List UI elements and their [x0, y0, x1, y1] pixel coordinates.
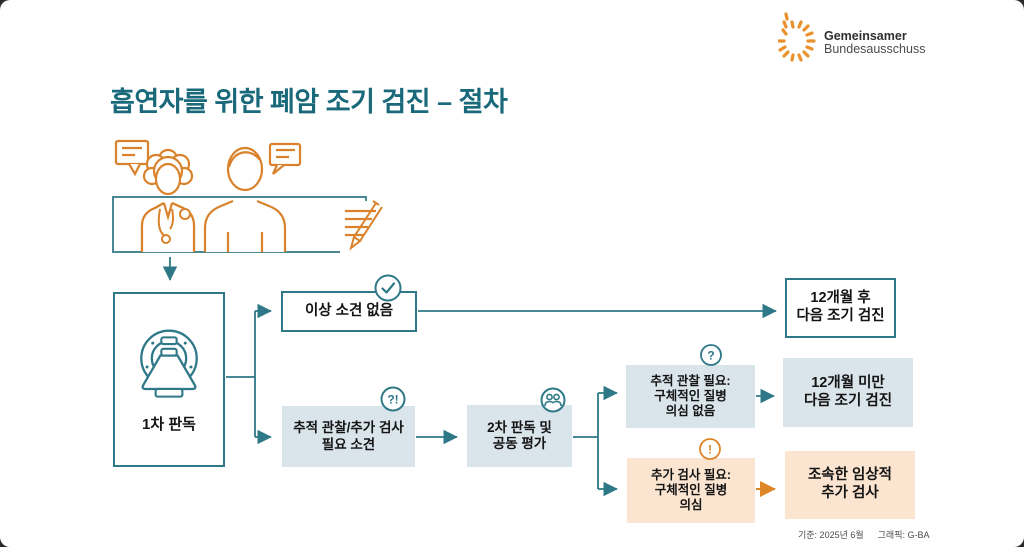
page-title: 흡연자를 위한 폐암 조기 검진 – 절차 — [110, 87, 508, 117]
box-next-screening-12m: 12개월 후 다음 조기 검진 — [785, 278, 896, 338]
check-icon — [374, 274, 402, 302]
next-12m-line2: 다음 조기 검진 — [796, 308, 885, 324]
first-reading-label: 1차 판독 — [142, 416, 196, 434]
logo-line1: Gemeinsamer — [824, 29, 907, 43]
footer-credit: 그래픽: G-BA — [877, 530, 930, 540]
clinical-exam-line1: 조속한 임상적 — [807, 467, 893, 484]
notes-pencil-icon — [340, 200, 388, 255]
box-observation-needed: 추적 관찰 필요: 구체적인 질병 의심 없음 — [626, 365, 755, 428]
speech-bubble-icon — [268, 142, 302, 175]
second-read-line2: 공동 평가 — [492, 436, 547, 451]
gba-logo: Gemeinsamer Bundesausschuss — [778, 10, 925, 62]
question-icon: ? — [700, 344, 722, 366]
box-screening-under-12m: 12개월 미만 다음 조기 검진 — [783, 358, 913, 427]
observation-line3: 의심 없음 — [665, 404, 716, 419]
box-second-reading: 2차 판독 및 공동 평가 — [467, 405, 572, 467]
clinical-exam-line2: 추가 검사 — [821, 485, 879, 501]
box-exam-needed: 추가 검사 필요: 구체적인 질병 의심 — [627, 458, 755, 523]
logo-line2: Bundesausschuss — [824, 42, 926, 56]
under-12m-line2: 다음 조기 검진 — [803, 392, 893, 409]
gba-sunburst-icon — [778, 12, 816, 62]
svg-text:!: ! — [708, 443, 712, 457]
exclamation-icon: ! — [699, 438, 721, 460]
followup-line1: 추적 관찰/추가 검사 — [293, 420, 404, 436]
svg-text:?: ? — [707, 349, 714, 363]
box-prompt-clinical-exam: 조속한 임상적 추가 검사 — [785, 451, 915, 519]
two-people-icon — [540, 387, 566, 413]
under-12m-line1: 12개월 미만 — [811, 374, 885, 391]
observation-line1: 추적 관찰 필요: — [650, 373, 731, 388]
followup-line2: 필요 소견 — [321, 436, 376, 452]
exam-needed-line3: 의심 — [679, 498, 703, 513]
box-no-findings: 이상 소견 없음 — [281, 291, 417, 332]
doctor-patient-illustration — [112, 139, 388, 255]
box-first-reading: 1차 판독 — [113, 292, 225, 467]
next-12m-line1: 12개월 후 — [810, 290, 871, 307]
patient-figure — [203, 146, 287, 252]
question-exclamation-icon: ?! — [380, 386, 406, 412]
svg-text:?!: ?! — [387, 393, 398, 407]
observation-line2: 구체적인 질병 — [654, 388, 727, 403]
no-findings-label: 이상 소견 없음 — [304, 302, 394, 319]
box-followup-findings: 추적 관찰/추가 검사 필요 소견 — [282, 406, 415, 467]
exam-needed-line2: 구체적인 질병 — [654, 482, 728, 497]
speech-bubble-icon — [114, 139, 150, 177]
footer-date: 기준: 2025년 6월 — [798, 530, 864, 540]
footer: 기준: 2025년 6월 그래픽: G-BA — [798, 528, 930, 541]
doctor-figure — [140, 148, 196, 252]
ct-scanner-icon — [140, 329, 198, 399]
second-read-line1: 2차 판독 및 — [487, 419, 552, 435]
exam-needed-line1: 추가 검사 필요: — [650, 467, 732, 482]
